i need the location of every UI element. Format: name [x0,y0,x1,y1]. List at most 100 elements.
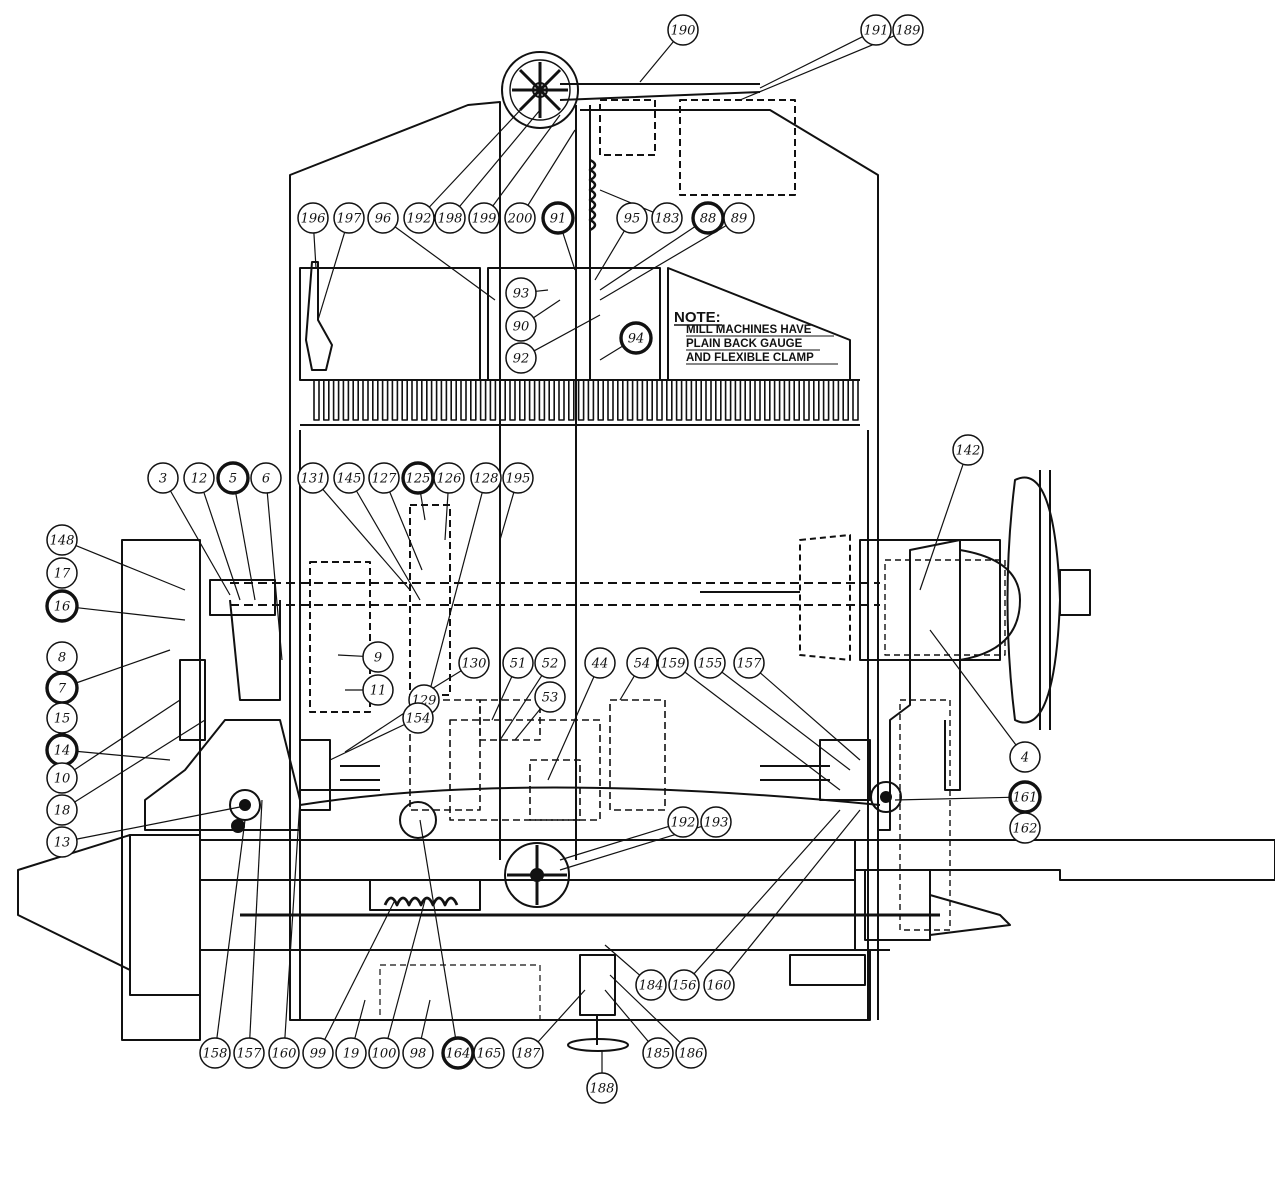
machine-drawing [17,51,1275,1052]
leader-line-200 [527,129,576,206]
callout-circle [46,702,78,734]
callout-number: 53 [542,691,559,706]
crank-line [299,786,881,806]
callout-13: 13 [46,826,78,858]
leader-line-184 [604,944,641,976]
callout-number: 95 [624,212,641,227]
gauge-finger [812,379,820,421]
callout-circle [434,202,466,234]
callout-number: 88 [700,212,717,227]
callout-number: 187 [516,1047,542,1062]
callout-circle [367,202,399,234]
callout-circle [635,969,667,1001]
note-line-3: AND FLEXIBLE CLAMP [686,352,814,364]
center-roller [399,801,437,839]
leader-line-92 [533,314,601,352]
callout-15: 15 [46,702,78,734]
callout-circle [541,201,575,235]
callout-156: 156 [668,969,700,1001]
callout-154: 154 [402,702,434,734]
callout-circle [297,462,329,494]
gauge-finger [714,379,722,421]
callout-51: 51 [502,647,534,679]
leader-line-44 [547,676,595,781]
callout-number: 5 [229,472,237,487]
leader-line-160 [284,799,301,1039]
leader-line-96 [394,226,496,301]
callout-circle [703,969,735,1001]
callout-number: 145 [337,472,362,487]
leader-line-159 [684,671,841,791]
callout-196: 196 [297,202,329,234]
callout-18: 18 [46,794,78,826]
callout-number: 159 [661,657,686,672]
callout-96: 96 [367,202,399,234]
leader-line-185 [604,989,649,1042]
foot-handle [567,1038,629,1052]
callout-circle [1009,812,1041,844]
leader-line-131 [322,488,411,591]
callout-number: 18 [54,804,71,819]
callout-100: 100 [368,1037,400,1069]
gauge-finger [636,379,644,421]
callout-circle [302,1037,334,1069]
gauge-finger [734,379,742,421]
gauge-finger [322,379,330,421]
callout-number: 89 [731,212,748,227]
callout-3: 3 [147,462,179,494]
callout-number: 54 [634,657,651,672]
callout-95: 95 [616,202,648,234]
callout-circle [468,202,500,234]
callout-164: 164 [441,1036,475,1070]
callout-circle [534,647,566,679]
leader-lines [74,35,1017,1073]
callout-circle [402,1037,434,1069]
callout-number: 193 [704,816,729,831]
gauge-finger [665,379,673,421]
callout-148: 148 [46,524,78,556]
callout-number: 128 [474,472,499,487]
callout-160: 160 [268,1037,300,1069]
callout-185: 185 [642,1037,674,1069]
gauge-finger [391,379,399,421]
leader-line-160 [727,809,861,974]
leader-line-98 [420,999,431,1039]
callout-circle [505,310,537,342]
gauge-finger [538,379,546,421]
callout-circle [668,969,700,1001]
callout-circle [470,462,502,494]
leader-line-9 [337,654,364,657]
callout-number: 184 [639,979,664,994]
gauge-finger [567,379,575,421]
callout-number: 8 [58,651,66,666]
left-side-frame [121,539,201,1041]
callout-6: 6 [250,462,282,494]
callout-circle [675,1037,707,1069]
callout-circle [46,762,78,794]
callout-19: 19 [335,1037,367,1069]
callout-160: 160 [703,969,735,1001]
callout-number: 96 [375,212,392,227]
left-pedestal [144,719,301,831]
callout-circle [860,14,892,46]
callout-circle [616,202,648,234]
callout-number: 160 [272,1047,297,1062]
callout-93: 93 [505,277,537,309]
callout-circle [502,462,534,494]
callout-circle [216,461,250,495]
callout-number: 158 [203,1047,228,1062]
callout-circle [626,647,658,679]
callout-189: 189 [892,14,924,46]
callout-187: 187 [512,1037,544,1069]
callout-number: 94 [628,332,645,347]
callout-circle [700,806,732,838]
callout-14: 14 [45,733,79,767]
callout-circle [402,702,434,734]
gauge-finger [695,379,703,421]
callout-11: 11 [362,674,394,706]
gauge-finger [518,379,526,421]
leader-line-192 [559,825,669,861]
callout-157: 157 [733,647,765,679]
gauge-finger [450,379,458,421]
